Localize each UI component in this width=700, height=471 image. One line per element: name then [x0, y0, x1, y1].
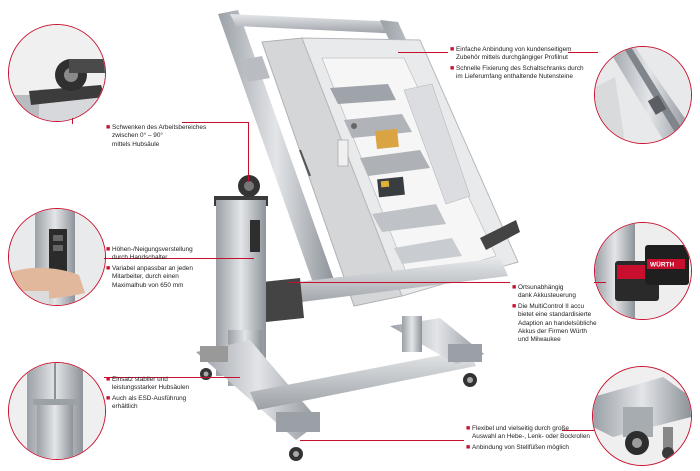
battery-pack-detail: WÜRTH: [595, 223, 691, 319]
callout-text: Flexibel und vielseitig durch große Ausw…: [472, 425, 590, 441]
detail-circle-handswitch: [8, 208, 106, 306]
bullet-icon: ■: [450, 46, 455, 53]
callout-text: Einsatz stabiler und leistungsstarker Hu…: [112, 376, 190, 392]
leader-casters: [300, 440, 464, 441]
callout-text: Anbindung von Stellfüßen möglich: [472, 443, 569, 451]
bullet-icon: ■: [106, 264, 111, 272]
callout-item: ■Variabel anpassbar an jeden Mitarbeiter…: [106, 265, 216, 290]
detail-circle-swivel: [8, 24, 106, 122]
leader-swivel-down: [248, 122, 249, 182]
callout-text: Ortsunabhängig dank Akkusteuerung: [518, 284, 576, 300]
callout-swivel: ■Schwenken des Arbeitsbereiches zwischen…: [106, 124, 216, 151]
control-cabinet: [261, 37, 520, 307]
callout-item: ■Einfache Anbindung von kundenseitigem Z…: [450, 46, 590, 63]
detail-circle-casters: [592, 366, 692, 466]
caster-detail: [593, 367, 691, 465]
callout-text: Einfache Anbindung von kundenseitigem Zu…: [456, 46, 572, 62]
bullet-icon: ■: [450, 64, 455, 72]
battery-brand-label: WÜRTH: [650, 260, 674, 269]
callout-item: ■Die MultiControl II accu bietet eine st…: [512, 303, 598, 345]
callout-battery: ■Ortsunabhängig dank Akkusteuerung ■Die …: [512, 284, 598, 347]
bullet-icon: ■: [106, 246, 111, 253]
profile-slot-detail: [595, 47, 691, 143]
callout-item: ■Flexibel und vielseitig durch große Aus…: [466, 425, 606, 442]
callout-text: Schwenken des Arbeitsbereiches zwischen …: [112, 124, 207, 148]
bullet-icon: ■: [106, 376, 111, 383]
lift-column-detail: [9, 363, 105, 459]
leader-battery-circle: [594, 282, 606, 283]
callout-item: ■Anbindung von Stellfüßen möglich: [466, 444, 606, 452]
callout-text: Höhen-/Neigungsverstellung durch Handsch…: [112, 246, 193, 262]
bullet-icon: ■: [512, 284, 517, 291]
leader-casters-circle: [562, 430, 594, 431]
hand-switch-detail: [9, 209, 105, 305]
leader-battery: [290, 282, 510, 283]
callout-item: ■Einsatz stabiler und leistungsstarker H…: [106, 376, 216, 393]
callout-text: Schnelle Fixierung des Schaltschranks du…: [456, 64, 584, 81]
bullet-icon: ■: [466, 425, 471, 432]
callout-item: ■Höhen-/Neigungsverstellung durch Handsc…: [106, 246, 216, 263]
callout-text: Die MultiControl II accu bietet eine sta…: [518, 302, 597, 344]
leader-swivel-circle: [72, 118, 73, 124]
callout-height: ■Höhen-/Neigungsverstellung durch Handsc…: [106, 246, 216, 292]
leader-top-right-circle: [568, 52, 598, 53]
bullet-icon: ■: [466, 443, 471, 451]
leader-handswitch: [104, 258, 254, 259]
callout-text: Variabel anpassbar an jeden Mitarbeiter,…: [112, 264, 193, 289]
detail-circle-profile: [594, 46, 692, 144]
bullet-icon: ■: [106, 394, 111, 402]
bullet-icon: ■: [512, 302, 517, 310]
leader-swivel: [182, 122, 248, 123]
leader-top-right: [398, 52, 448, 53]
bullet-icon: ■: [106, 124, 111, 131]
callout-item: ■Auch als ESD-Ausführung erhältlich: [106, 395, 216, 412]
leader-lift: [104, 377, 240, 378]
swivel-joint-detail: [9, 25, 105, 121]
detail-circle-battery: WÜRTH: [594, 222, 692, 320]
callout-profile-slot: ■Einfache Anbindung von kundenseitigem Z…: [450, 46, 590, 84]
callout-item: ■Schnelle Fixierung des Schaltschranks d…: [450, 65, 590, 82]
callout-item: ■Ortsunabhängig dank Akkusteuerung: [512, 284, 598, 301]
callout-lift: ■Einsatz stabiler und leistungsstarker H…: [106, 376, 216, 414]
callout-casters: ■Flexibel und vielseitig durch große Aus…: [466, 425, 606, 454]
callout-item: ■Schwenken des Arbeitsbereiches zwischen…: [106, 124, 216, 149]
mobile-base: [196, 316, 484, 461]
detail-circle-lift: [8, 362, 106, 460]
callout-text: Auch als ESD-Ausführung erhältlich: [112, 394, 187, 411]
